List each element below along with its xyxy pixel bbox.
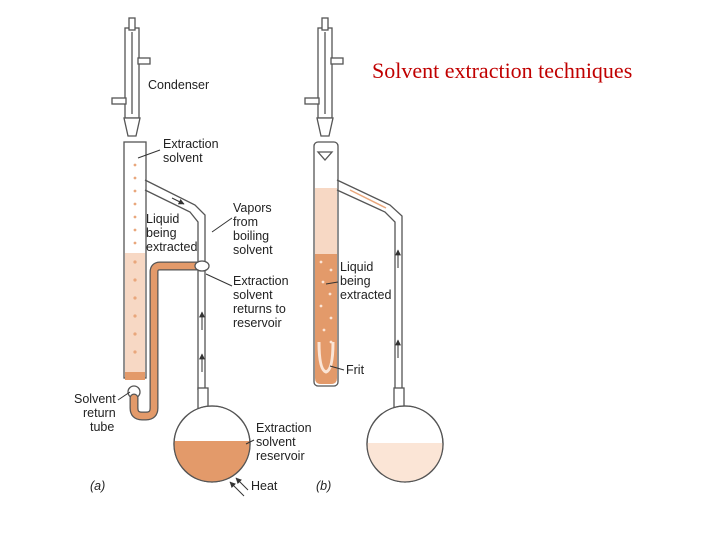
label-extraction-solvent-line2: solvent — [163, 151, 203, 165]
heat-arrows — [229, 477, 249, 497]
label-liquid-b-line1: Liquid — [340, 260, 373, 274]
label-reservoir-line2: solvent — [256, 435, 296, 449]
label-returns-line1: Extraction — [233, 274, 289, 288]
label-frit: Frit — [346, 363, 365, 377]
apparatus-a — [111, 17, 255, 497]
label-vapors-line2: from — [233, 215, 258, 229]
labels-b: Liquid being extracted Frit (b) — [316, 260, 391, 493]
liquid-being-extracted-b — [315, 254, 337, 384]
label-liquid-b-line3: extracted — [340, 288, 391, 302]
solvent-reservoir-b — [367, 443, 443, 482]
bubbles-b — [319, 260, 333, 344]
label-reservoir-line3: reservoir — [256, 449, 305, 463]
reservoir-flask-b — [366, 387, 444, 483]
extractor-body-a — [123, 141, 147, 399]
solvent-return-tube-a — [129, 261, 210, 421]
label-liquid-a-line1: Liquid — [146, 212, 179, 226]
condenser-b — [304, 17, 344, 137]
label-condenser: Condenser — [148, 78, 209, 92]
label-panel-a: (a) — [90, 479, 105, 493]
label-returns-line4: reservoir — [233, 316, 282, 330]
solvent-drops-a — [133, 163, 137, 354]
label-liquid-a-line2: being — [146, 226, 177, 240]
label-returns-line3: returns to — [233, 302, 286, 316]
frit — [317, 341, 335, 374]
label-heat: Heat — [251, 479, 278, 493]
label-return-tube-line1: Solvent — [74, 392, 116, 406]
solvent-reservoir-a — [174, 441, 250, 482]
label-returns-line2: solvent — [233, 288, 273, 302]
reservoir-flask-a — [173, 387, 251, 483]
label-vapors-line1: Vapors — [233, 201, 272, 215]
apparatus-b — [304, 17, 444, 483]
label-vapors-line4: solvent — [233, 243, 273, 257]
leader-lines-b — [325, 281, 345, 371]
label-return-tube-line3: tube — [90, 420, 114, 434]
vapor-side-arm-b — [336, 179, 403, 392]
labels-a: Condenser Extraction solvent Liquid bein… — [74, 78, 312, 493]
slide-title: Solvent extraction techniques — [372, 58, 633, 83]
extractor-body-b — [313, 141, 339, 387]
leader-lines-a — [117, 149, 255, 445]
label-liquid-a-line3: extracted — [146, 240, 197, 254]
condenser-a — [111, 17, 151, 137]
label-panel-b: (b) — [316, 479, 331, 493]
label-return-tube-line2: return — [83, 406, 116, 420]
label-reservoir-line1: Extraction — [256, 421, 312, 435]
vapor-side-arm-a — [144, 179, 210, 390]
label-extraction-solvent-line1: Extraction — [163, 137, 219, 151]
label-vapors-line3: boiling — [233, 229, 269, 243]
label-liquid-b-line2: being — [340, 274, 371, 288]
